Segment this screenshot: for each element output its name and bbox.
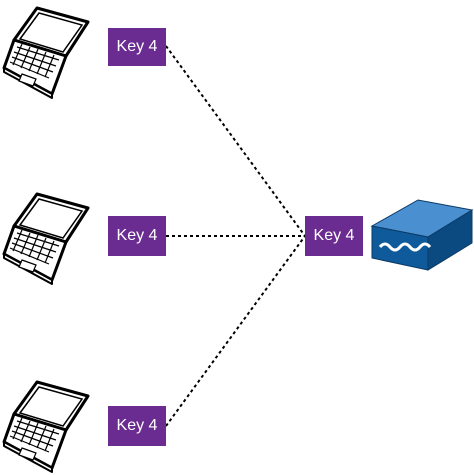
access-point-icon: AP (370, 199, 474, 271)
laptop-icon (2, 380, 90, 474)
laptop-icon (2, 192, 90, 286)
links (165, 45, 306, 427)
key-label-access-point: Key 4 (305, 216, 363, 256)
key-label-laptop-3: Key 4 (108, 406, 166, 446)
link-laptop-3-to-ap (165, 235, 306, 427)
link-laptop-1-to-ap (165, 45, 306, 237)
key-label-laptop-2: Key 4 (108, 216, 166, 256)
laptop-icon (2, 6, 90, 100)
key-label-laptop-1: Key 4 (108, 28, 166, 66)
